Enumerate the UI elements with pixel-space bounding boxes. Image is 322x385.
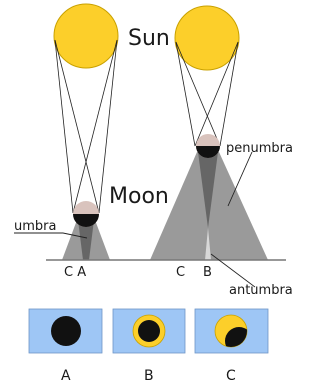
umbra-pointer — [14, 232, 88, 239]
moon-right — [196, 134, 220, 158]
sun-right — [174, 5, 240, 71]
antumbra-label: antumbra — [229, 283, 293, 298]
moon-left — [73, 201, 99, 227]
eclipse-total-icon — [51, 316, 81, 346]
panel-c-label: C — [226, 368, 236, 384]
antumbra-pointer — [210, 253, 256, 288]
umbra-right — [198, 152, 218, 228]
eclipse-partial-moon — [225, 327, 247, 347]
umbra-label: umbra — [14, 219, 56, 234]
panel-c — [194, 308, 269, 354]
pointer-lines — [14, 151, 256, 288]
penumbra-label: penumbra — [226, 141, 293, 156]
right-scenario — [150, 5, 268, 260]
panel-b — [112, 308, 186, 354]
panel-b-label: B — [144, 368, 154, 384]
ground-label-left: C A — [64, 265, 86, 280]
penumbra-pointer — [227, 151, 253, 207]
sun-left — [53, 3, 119, 69]
left-scenario — [53, 3, 119, 260]
antumbra-right — [205, 228, 211, 260]
panel-a-label: A — [61, 368, 71, 384]
sun-label: Sun — [128, 26, 170, 51]
ground-label-right-b: B — [203, 265, 212, 280]
umbra-left — [78, 220, 94, 260]
moon-label: Moon — [109, 184, 169, 209]
sun-rays-right — [175, 41, 239, 147]
sun-rays-left — [54, 39, 118, 214]
ground-label-right-c: C — [176, 265, 185, 280]
panel-a — [28, 308, 103, 354]
eclipse-annular-moon — [138, 320, 160, 342]
